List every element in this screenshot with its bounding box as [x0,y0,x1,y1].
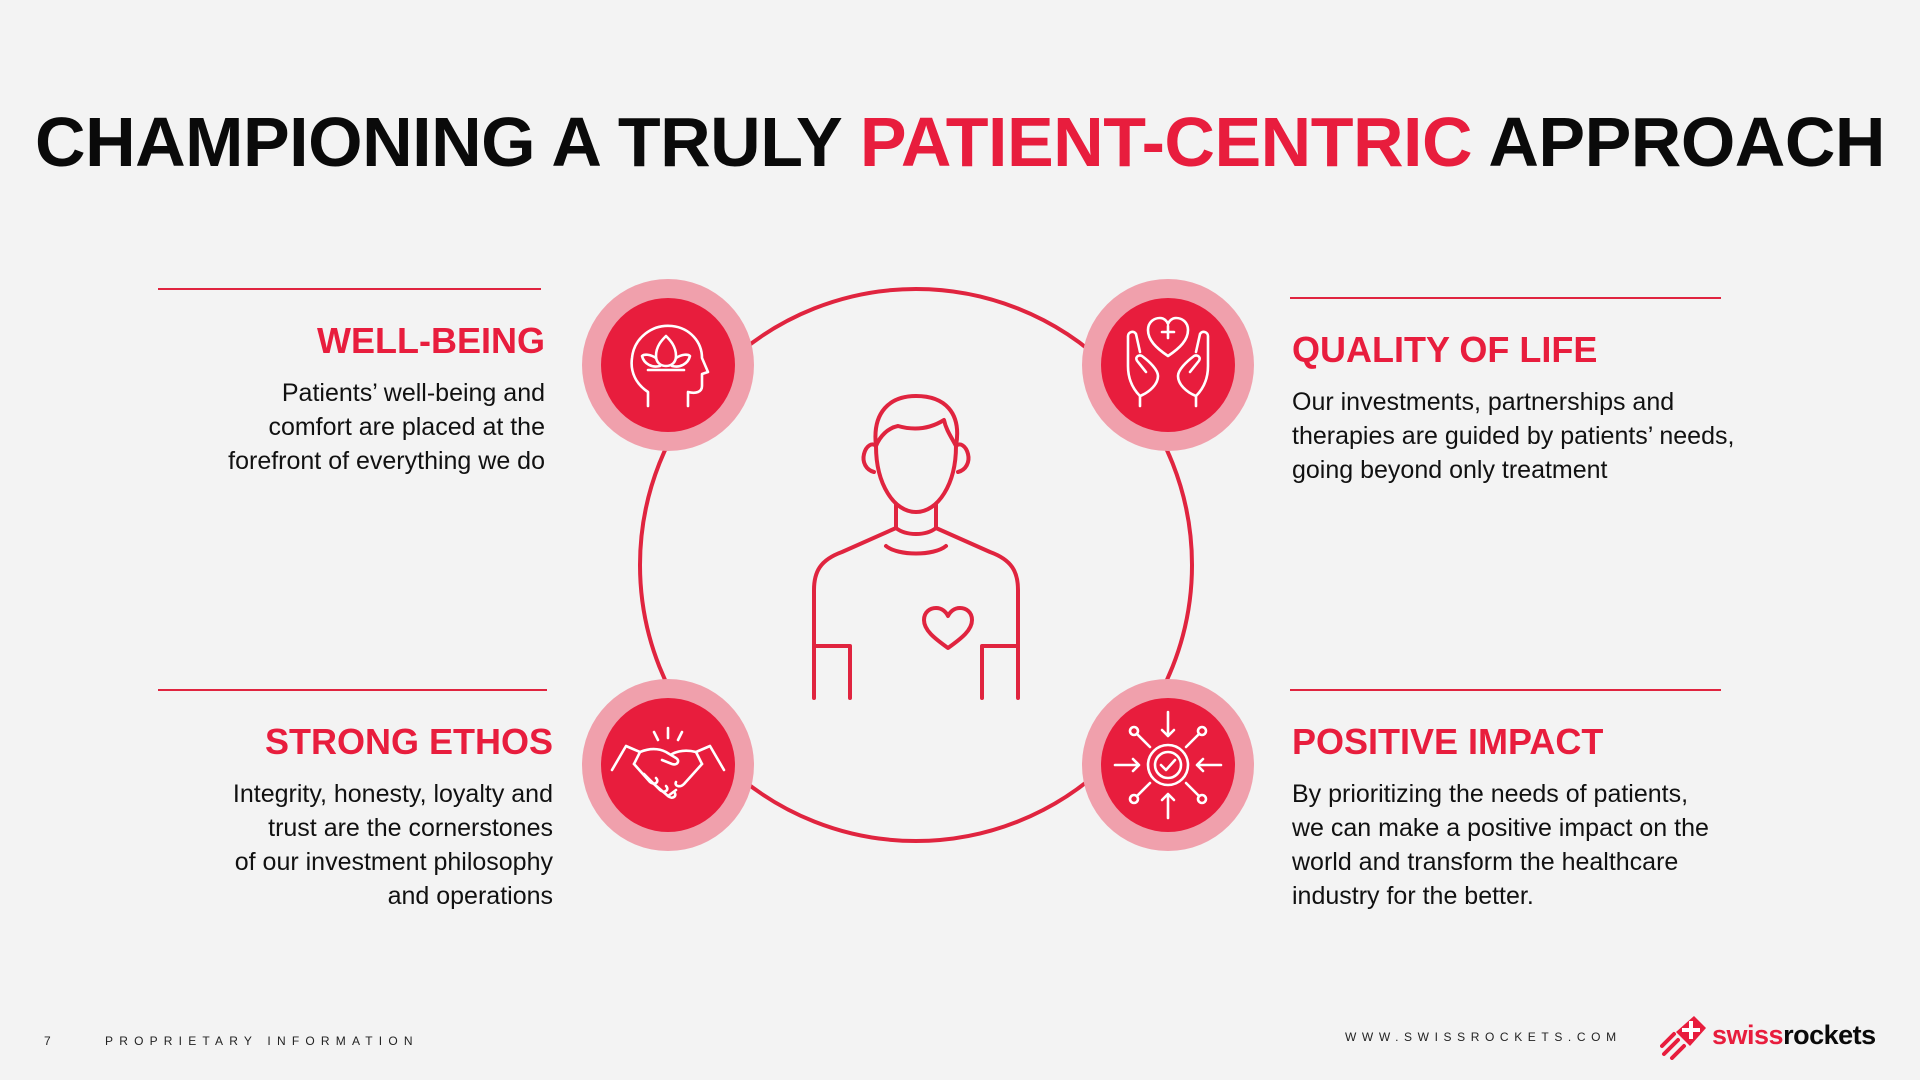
patient-heart-icon [812,394,1020,700]
page-title: CHAMPIONING A TRULY PATIENT-CENTRIC APPR… [0,102,1920,182]
title-accent: PATIENT-CENTRIC [859,103,1473,181]
target-check-icon [1113,710,1223,820]
quality-divider [1290,297,1721,299]
handshake-icon [610,726,726,799]
impact-line-2: we can make a positive impact on the [1292,814,1709,842]
page-number: 7 [44,1034,51,1048]
impact-heading: POSITIVE IMPACT [1292,721,1604,762]
quality-text: Our investments, partnerships and therap… [1292,385,1772,487]
title-part2: APPROACH [1472,103,1885,181]
impact-section: POSITIVE IMPACT By prioritizing the need… [1290,689,1770,929]
ethos-divider [158,689,547,691]
ethos-line-4: and operations [387,882,553,910]
logo-part-rockets: rockets [1783,1020,1876,1050]
ethos-text: Integrity, honesty, loyalty and trust ar… [158,777,553,913]
wellbeing-line-2: comfort are placed at the [268,413,545,441]
impact-icon-badge [1082,679,1254,851]
rocket-cross-icon [1660,1016,1706,1060]
quality-line-1: Our investments, partnerships and [1292,388,1675,416]
quality-line-2: therapies are guided by patients’ needs, [1292,422,1735,450]
ethos-icon-badge [582,679,754,851]
wellbeing-line-3: forefront of everything we do [228,447,545,475]
wellbeing-icon-badge [582,279,754,451]
logo-wordmark: swissrockets [1712,1020,1876,1051]
impact-text: By prioritizing the needs of patients, w… [1292,777,1772,913]
logo-part-swiss: swiss [1712,1020,1784,1050]
wellbeing-section: WELL-BEING Patients’ well-being and comf… [158,288,545,488]
ethos-section: STRONG ETHOS Integrity, honesty, loyalty… [158,689,553,929]
wellbeing-text: Patients’ well-being and comfort are pla… [158,376,545,478]
impact-line-1: By prioritizing the needs of patients, [1292,780,1689,808]
impact-line-3: world and transform the healthcare [1292,848,1679,876]
ethos-line-1: Integrity, honesty, loyalty and [232,780,553,808]
quality-section: QUALITY OF LIFE Our investments, partner… [1290,297,1770,497]
head-lotus-icon [630,324,710,408]
title-part1: CHAMPIONING A TRULY [35,103,860,181]
wellbeing-line-1: Patients’ well-being and [281,379,545,407]
swissrockets-logo[interactable]: swissrockets [1660,1014,1890,1060]
hands-heart-icon [1126,316,1210,408]
wellbeing-heading: WELL-BEING [317,320,545,361]
ethos-line-3: of our investment philosophy [234,848,553,876]
ethos-heading: STRONG ETHOS [264,721,553,762]
quality-icon-badge [1082,279,1254,451]
impact-divider [1290,689,1721,691]
impact-line-4: industry for the better. [1292,882,1534,910]
proprietary-label: PROPRIETARY INFORMATION [105,1034,419,1048]
ethos-line-2: trust are the cornerstones [268,814,553,842]
quality-heading: QUALITY OF LIFE [1292,329,1598,370]
website-link[interactable]: WWW.SWISSROCKETS.COM [1345,1030,1622,1044]
wellbeing-divider [158,288,541,290]
quality-line-3: going beyond only treatment [1292,456,1608,484]
